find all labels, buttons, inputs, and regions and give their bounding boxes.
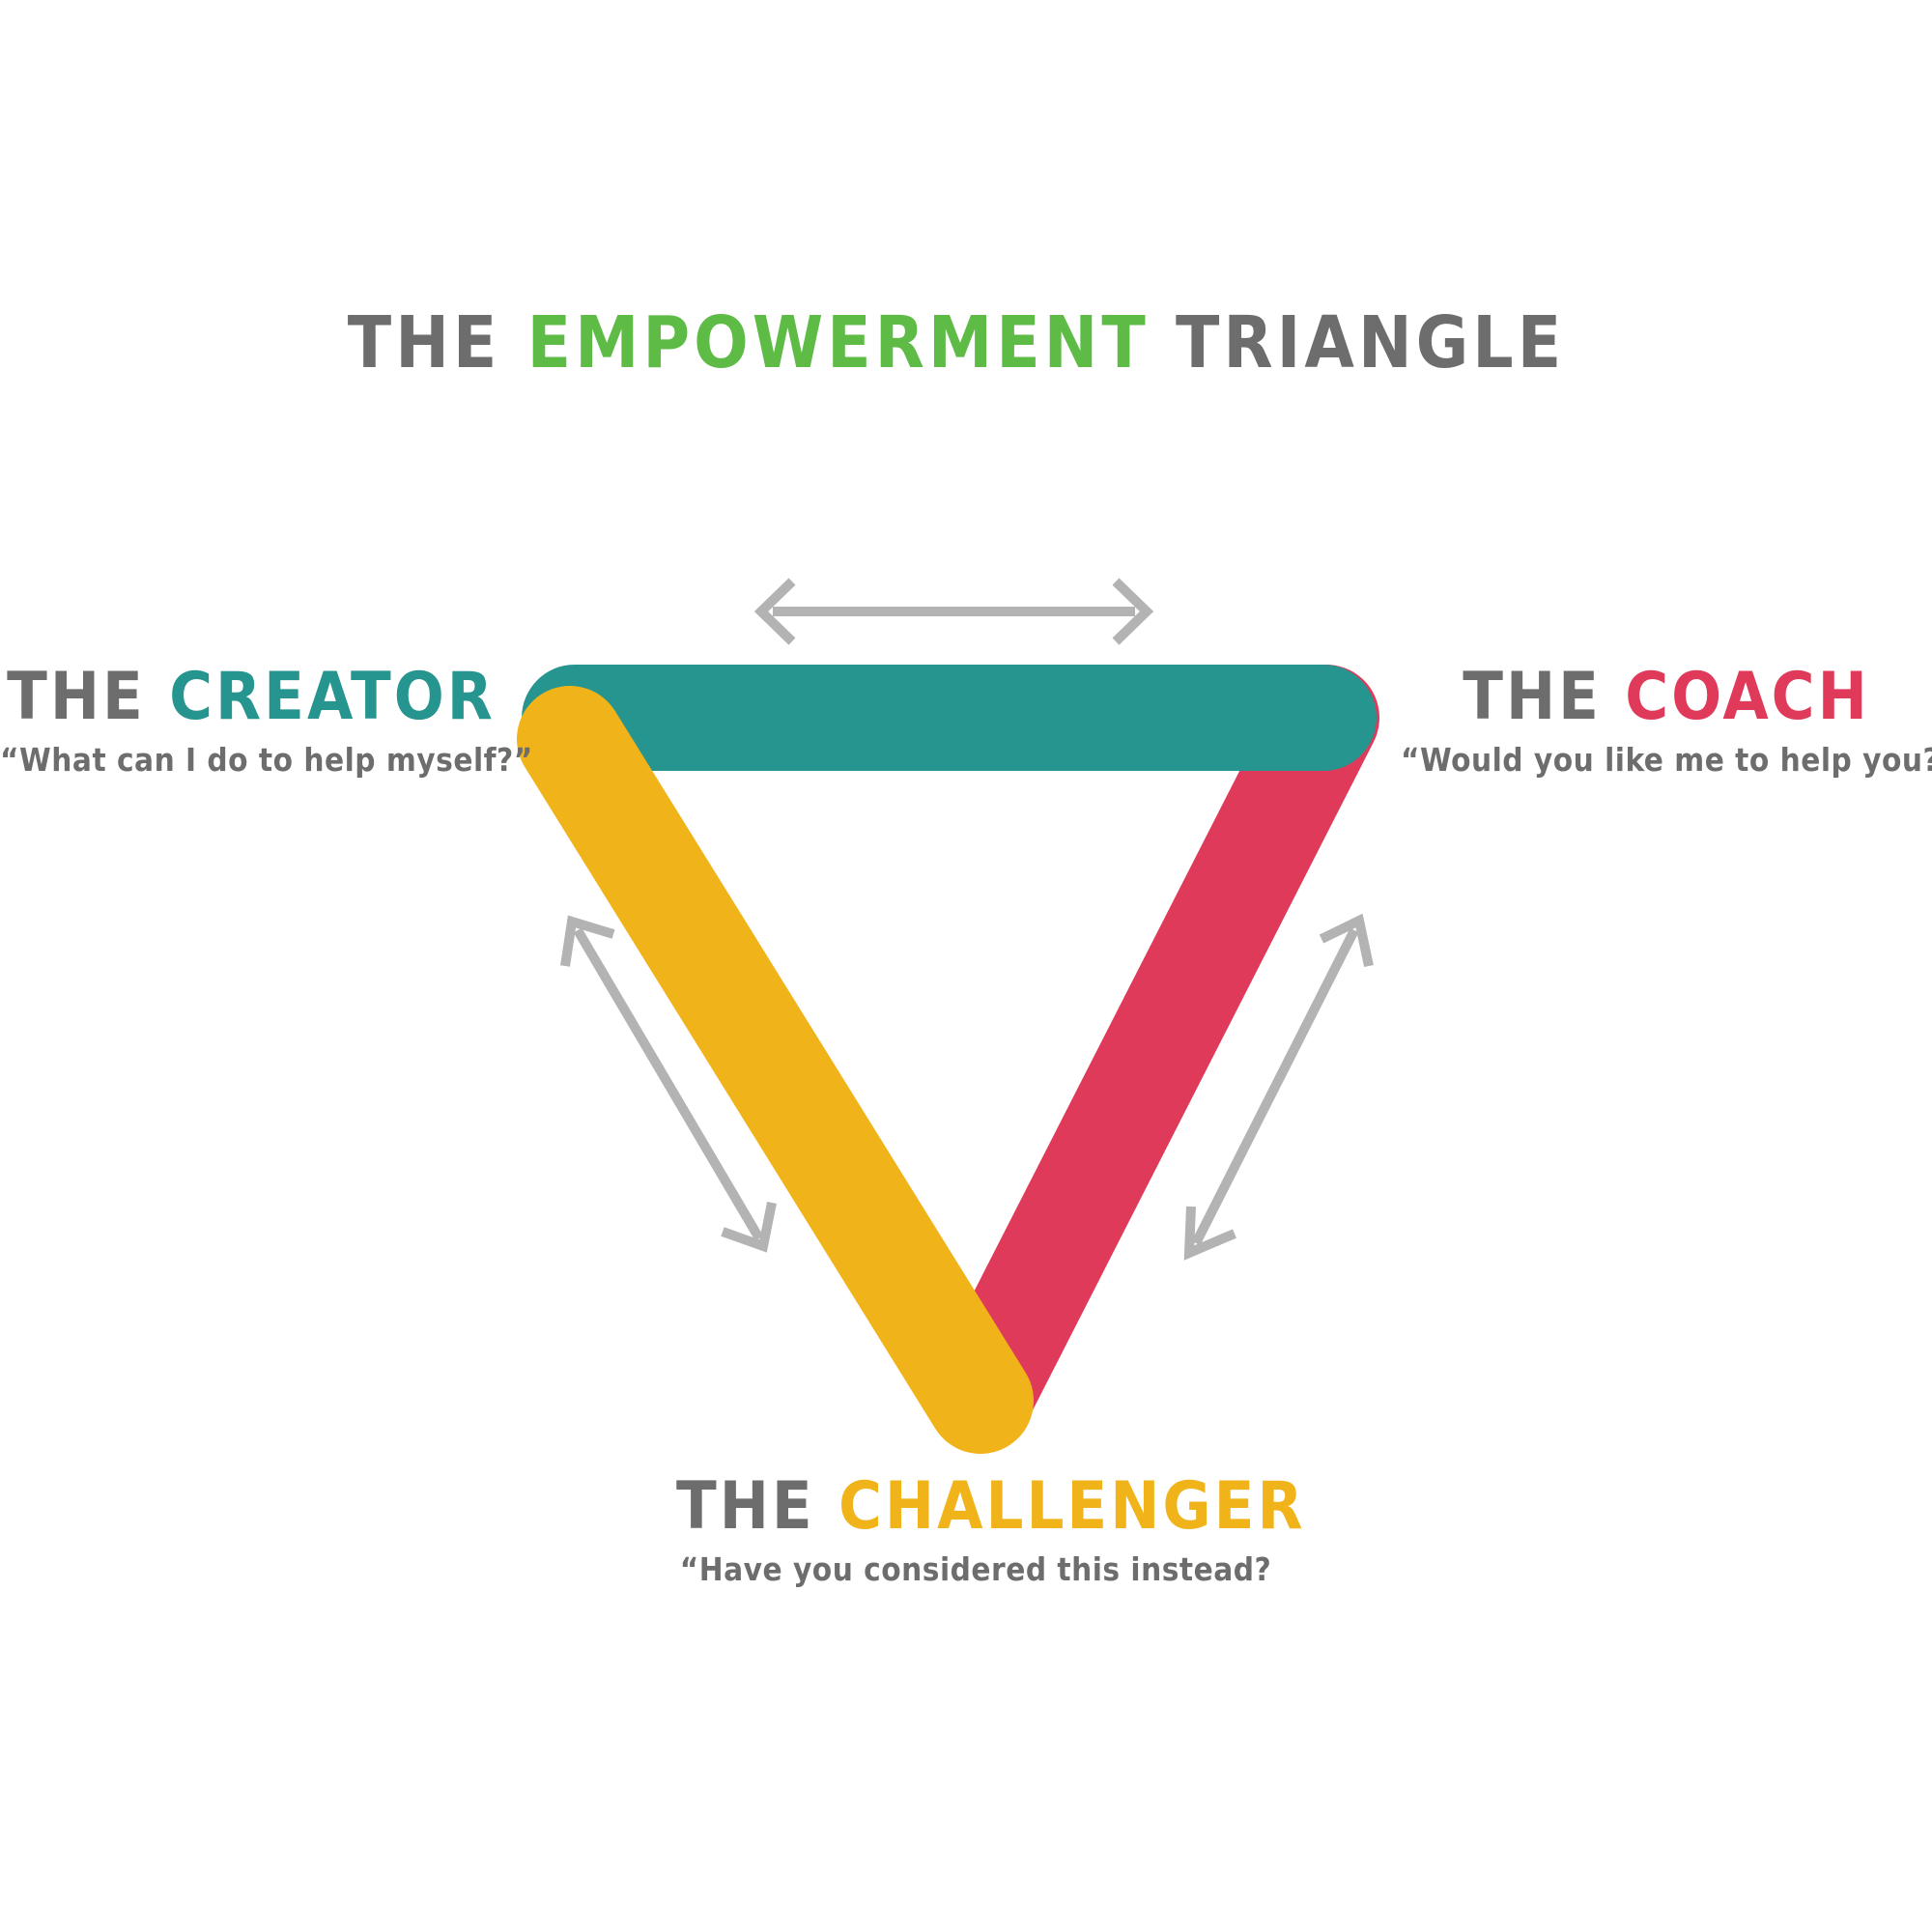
coach-title: THE COACH — [1401, 659, 1932, 735]
coach-challenger-bar — [932, 665, 1379, 1439]
creator-title: THE CREATOR — [0, 659, 502, 735]
top-double-arrow — [753, 578, 1154, 645]
title-prefix: THE — [347, 301, 527, 384]
coach-quote: “Would you like me to help you?” — [1401, 741, 1932, 779]
creator-name: CREATOR — [169, 659, 496, 735]
right-double-arrow — [1183, 913, 1374, 1261]
challenger-label: THE CHALLENGER “Have you considered this… — [676, 1468, 1303, 1588]
creator-challenger-bar — [517, 686, 1034, 1454]
challenger-name: CHALLENGER — [838, 1468, 1306, 1545]
creator-quote: “What can I do to help myself?” — [0, 741, 533, 779]
coach-label: THE COACH “Would you like me to help you… — [1401, 659, 1932, 779]
challenger-title: THE CHALLENGER — [676, 1468, 1303, 1545]
creator-label: THE CREATOR “What can I do to help mysel… — [0, 659, 533, 779]
title-suffix: TRIANGLE — [1149, 301, 1566, 384]
creator-prefix: THE — [7, 659, 170, 735]
title-highlight: EMPOWERMENT — [526, 301, 1150, 384]
left-double-arrow — [560, 915, 777, 1253]
coach-prefix: THE — [1463, 659, 1626, 735]
challenger-prefix: THE — [676, 1468, 839, 1545]
challenger-quote: “Have you considered this instead? — [679, 1550, 1272, 1588]
diagram-title: THE EMPOWERMENT TRIANGLE — [0, 301, 1913, 384]
coach-name: COACH — [1625, 659, 1870, 735]
